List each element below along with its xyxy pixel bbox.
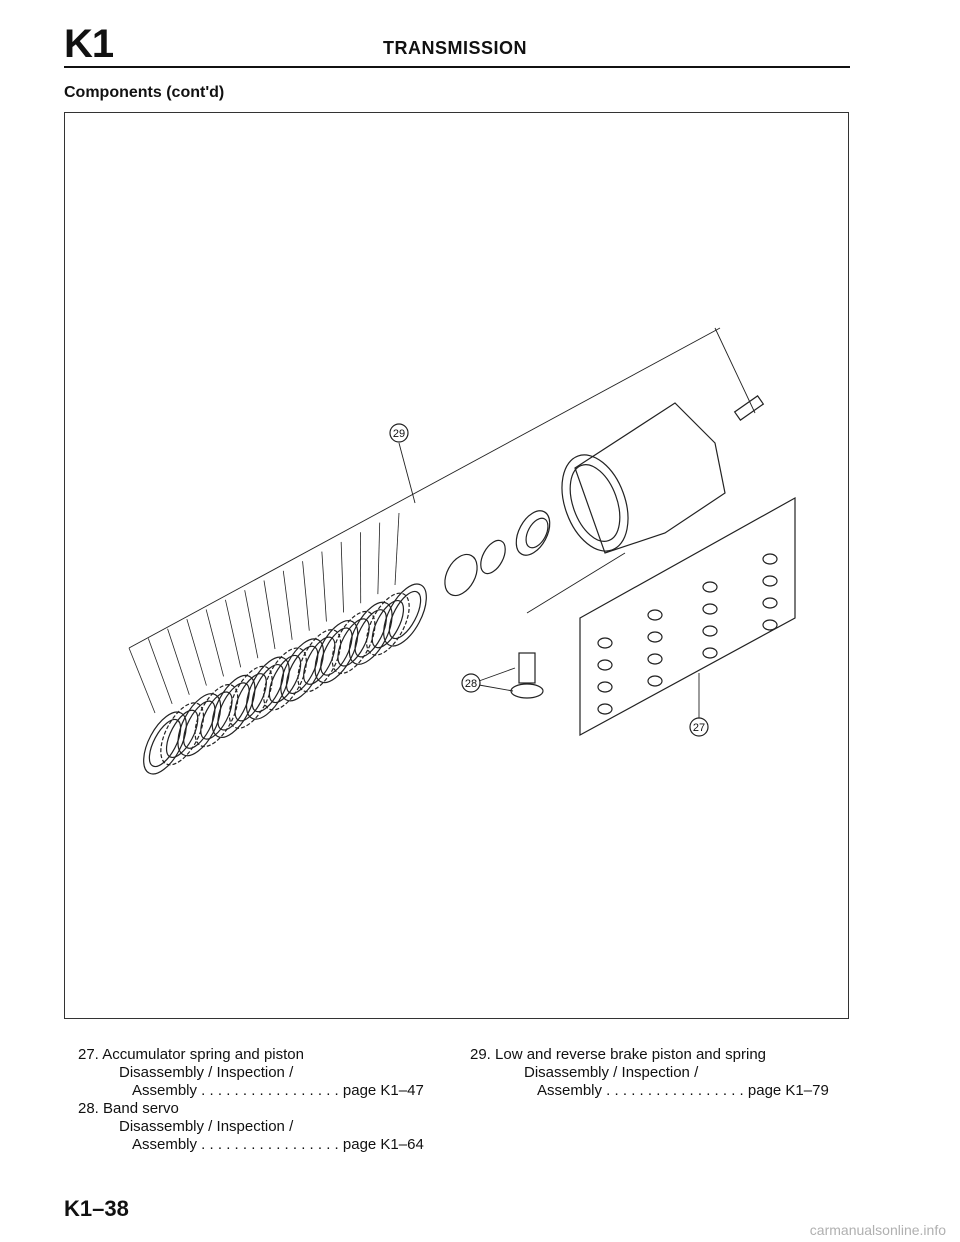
callout-27: 27 bbox=[689, 717, 709, 737]
callout-28: 28 bbox=[461, 673, 481, 693]
piston-assembly bbox=[444, 510, 551, 597]
legend-29-title: 29. Low and reverse brake piston and spr… bbox=[470, 1046, 767, 1063]
legend-28-title: 28. Band servo bbox=[78, 1100, 179, 1117]
legend-28-ref: Assembly . . . . . . . . . . . . . . . .… bbox=[132, 1136, 424, 1153]
legend-27-ref: Assembly . . . . . . . . . . . . . . . .… bbox=[132, 1082, 424, 1099]
callout-27-label: 27 bbox=[693, 722, 705, 734]
legend-27-title: 27. Accumulator spring and piston bbox=[78, 1046, 304, 1063]
page-title: TRANSMISSION bbox=[383, 38, 528, 58]
legend-28-sub: Disassembly / Inspection / bbox=[119, 1118, 294, 1135]
callout-29-label: 29 bbox=[393, 428, 405, 440]
accumulator-parts-box bbox=[579, 496, 796, 737]
band-servo bbox=[510, 652, 544, 699]
callout-28-label: 28 bbox=[465, 678, 477, 690]
legend-item-28: 28. Band servo Disassembly / Inspection … bbox=[78, 1100, 424, 1154]
section-subtitle: Components (cont'd) bbox=[64, 84, 225, 101]
clutch-plate-stack bbox=[128, 512, 427, 775]
section-id: K1 bbox=[64, 22, 114, 66]
exploded-diagram: 29 28 27 bbox=[128, 327, 796, 775]
legend-27-sub: Disassembly / Inspection / bbox=[119, 1064, 294, 1081]
page-number: K1–38 bbox=[64, 1196, 129, 1221]
exploded-diagram-frame: 29 28 27 bbox=[64, 112, 849, 1019]
header-rule bbox=[64, 66, 850, 68]
callout-29: 29 bbox=[389, 423, 409, 443]
legend-29-sub: Disassembly / Inspection / bbox=[524, 1064, 699, 1081]
watermark: carmanualsonline.info bbox=[809, 1222, 946, 1238]
legend-item-27: 27. Accumulator spring and piston Disass… bbox=[78, 1046, 424, 1100]
transmission-case bbox=[561, 402, 726, 554]
legend-item-29: 29. Low and reverse brake piston and spr… bbox=[470, 1046, 829, 1100]
legend-29-ref: Assembly . . . . . . . . . . . . . . . .… bbox=[537, 1082, 829, 1099]
